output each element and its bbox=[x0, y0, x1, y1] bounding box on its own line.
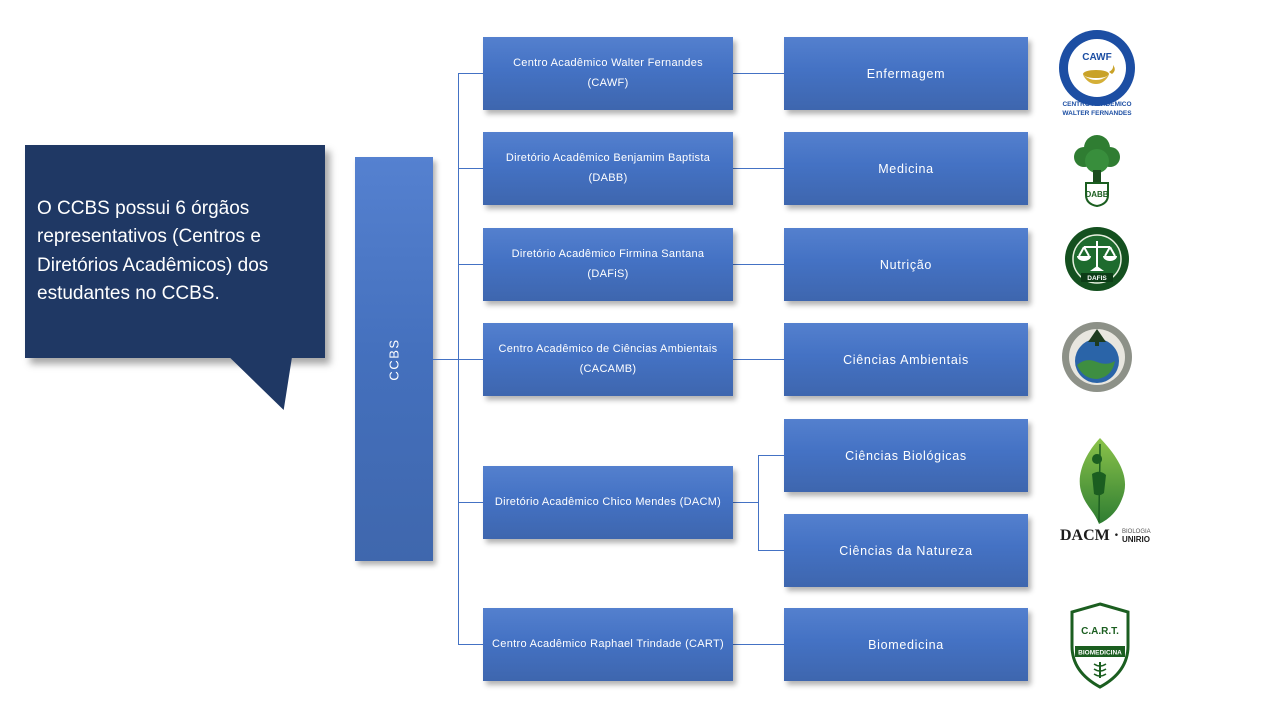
course-box-label: Ciências Ambientais bbox=[843, 352, 969, 367]
connector-stub-row3 bbox=[458, 264, 483, 265]
course-box-medicina: Medicina bbox=[784, 132, 1028, 205]
connector-cawf-enfermagem bbox=[733, 73, 784, 74]
course-box-label: Medicina bbox=[878, 161, 934, 176]
course-box-ciencias-natureza: Ciências da Natureza bbox=[784, 514, 1028, 587]
course-box-biomedicina: Biomedicina bbox=[784, 608, 1028, 681]
callout-bubble: O CCBS possui 6 órgãos representativos (… bbox=[25, 145, 325, 358]
dacm-logo: DACM · BIOLOGIA UNIRIO bbox=[1060, 438, 1151, 544]
course-box-nutricao: Nutrição bbox=[784, 228, 1028, 301]
globe-land bbox=[1077, 360, 1115, 379]
dabb-logo-acronym: DABB bbox=[1085, 190, 1108, 199]
connector-cart-biomedicina bbox=[733, 644, 784, 645]
org-box-label: Diretório Acadêmico Chico Mendes (DACM) bbox=[494, 495, 722, 508]
dacm-logo-caption-1: BIOLOGIA bbox=[1122, 529, 1151, 535]
course-box-label: Enfermagem bbox=[866, 66, 946, 81]
connector-stub-row5 bbox=[458, 502, 483, 503]
callout-text: O CCBS possui 6 órgãos representativos (… bbox=[37, 197, 269, 305]
org-box-cart: Centro Acadêmico Raphael Trindade (CART) bbox=[483, 608, 733, 681]
cart-logo: C.A.R.T. BIOMEDICINA bbox=[1070, 602, 1130, 689]
org-box-label: Centro Acadêmico Raphael Trindade (CART) bbox=[492, 637, 724, 650]
dacm-logo-acronym: DACM · bbox=[1060, 527, 1119, 544]
tree-icon bbox=[1088, 329, 1106, 346]
connector-dafis-nutricao bbox=[733, 264, 784, 265]
nursing-lamp-icon bbox=[1083, 65, 1115, 84]
connector-stub-row2 bbox=[458, 168, 483, 169]
org-box-cawf: Centro Acadêmico Walter Fernandes (CAWF) bbox=[483, 37, 733, 110]
org-box-label: Diretório Acadêmico Benjamim Baptista (D… bbox=[505, 151, 711, 184]
scales-icon bbox=[1077, 241, 1117, 271]
org-box-dafis: Diretório Acadêmico Firmina Santana (DAF… bbox=[483, 228, 733, 301]
cawf-logo: CAWF CENTRO ACADÊMICO WALTER FERNANDES bbox=[1059, 30, 1135, 117]
dafis-logo: DAFIS bbox=[1065, 227, 1129, 291]
root-node-label: CCBS bbox=[386, 337, 402, 381]
cart-logo-caption: BIOMEDICINA bbox=[1078, 650, 1122, 657]
org-box-label: Centro Acadêmico Walter Fernandes (CAWF) bbox=[513, 56, 703, 89]
course-box-label: Ciências Biológicas bbox=[845, 448, 967, 463]
connector-dabb-medicina bbox=[733, 168, 784, 169]
course-box-label: Ciências da Natureza bbox=[839, 543, 973, 558]
root-node-ccbs: CCBS bbox=[355, 157, 433, 561]
org-box-dacm: Diretório Acadêmico Chico Mendes (DACM) bbox=[483, 466, 733, 539]
course-box-enfermagem: Enfermagem bbox=[784, 37, 1028, 110]
course-box-label: Biomedicina bbox=[868, 637, 944, 652]
course-box-ciencias-biologicas: Ciências Biológicas bbox=[784, 419, 1028, 492]
connector-stub-row1 bbox=[458, 73, 483, 74]
tree-icon bbox=[1074, 135, 1120, 185]
course-box-label: Nutrição bbox=[879, 257, 933, 272]
org-box-cacamb: Centro Acadêmico de Ciências Ambientais … bbox=[483, 323, 733, 396]
dabb-shield bbox=[1085, 182, 1109, 208]
connector-dacm-biologicas bbox=[758, 455, 784, 456]
dabb-logo: DABB bbox=[1074, 135, 1120, 208]
dacm-logo-caption-2: UNIRIO bbox=[1122, 535, 1150, 544]
connector-cacamb-ambientais bbox=[733, 359, 784, 360]
connector-dacm-vertical bbox=[758, 455, 759, 551]
connector-dacm-stub bbox=[733, 502, 758, 503]
shield-icon bbox=[1070, 602, 1130, 689]
silhouette-icon bbox=[1092, 454, 1106, 496]
dafis-logo-acronym: DAFIS bbox=[1087, 275, 1107, 282]
cawf-logo-acronym: CAWF bbox=[1082, 52, 1111, 63]
cacamb-logo bbox=[1062, 322, 1132, 392]
course-box-ciencias-ambientais: Ciências Ambientais bbox=[784, 323, 1028, 396]
org-box-label: Diretório Acadêmico Firmina Santana (DAF… bbox=[511, 247, 705, 280]
org-box-dabb: Diretório Acadêmico Benjamim Baptista (D… bbox=[483, 132, 733, 205]
connector-trunk bbox=[458, 73, 459, 645]
connector-dacm-natureza bbox=[758, 550, 784, 551]
cart-logo-acronym: C.A.R.T. bbox=[1081, 626, 1119, 637]
connector-stub-row6 bbox=[458, 644, 483, 645]
leaf-icon bbox=[1079, 438, 1126, 524]
cawf-logo-caption-1: CENTRO ACADÊMICO bbox=[1062, 99, 1131, 108]
callout-tail bbox=[229, 357, 292, 410]
org-box-label: Centro Acadêmico de Ciências Ambientais … bbox=[498, 342, 718, 375]
caduceus-icon bbox=[1093, 662, 1107, 678]
cawf-logo-caption-2: WALTER FERNANDES bbox=[1062, 110, 1132, 117]
